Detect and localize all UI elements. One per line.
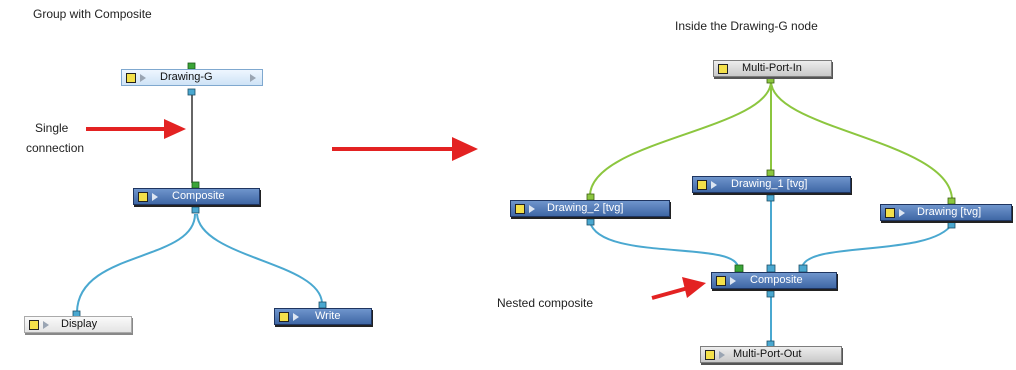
node-label: Drawing-G <box>160 71 213 83</box>
expand-arrow-icon[interactable] <box>152 192 158 201</box>
node-label: Drawing [tvg] <box>917 206 982 218</box>
wire-mpi-to-drawing <box>770 80 953 201</box>
wire-composite-to-write <box>196 213 323 304</box>
node-label: Multi-Port-In <box>742 62 802 74</box>
port-mpi-out <box>766 76 775 84</box>
arrow-panel-transition <box>332 137 478 161</box>
expand-arrow-icon[interactable] <box>140 73 146 82</box>
node-drawing-g[interactable]: Drawing-G <box>121 69 263 86</box>
node-drawing-1[interactable]: Drawing_1 [tvg] <box>692 176 851 193</box>
node-label: Display <box>61 318 98 330</box>
expand-arrow-icon[interactable] <box>43 320 49 329</box>
node-label: Composite <box>172 190 225 202</box>
port-composite-in-2 <box>766 264 776 273</box>
left-panel-title: Group with Composite <box>33 7 152 21</box>
node-label: Drawing_1 [tvg] <box>731 178 808 190</box>
expand-arrow-icon[interactable] <box>529 204 535 213</box>
node-write[interactable]: Write <box>274 308 372 325</box>
enable-toggle-icon[interactable] <box>885 207 895 218</box>
node-label: Multi-Port-Out <box>733 348 802 360</box>
enable-toggle-icon[interactable] <box>279 311 289 322</box>
port-drawing-2-out <box>586 218 595 226</box>
nested-composite-annotation: Nested composite <box>497 296 594 310</box>
node-label: Composite <box>750 274 803 286</box>
enable-toggle-icon[interactable] <box>126 72 136 83</box>
enable-toggle-icon[interactable] <box>138 191 148 202</box>
node-composite-right[interactable]: Composite <box>711 272 837 289</box>
node-label: Write <box>315 310 341 322</box>
node-label: Drawing_2 [tvg] <box>547 202 624 214</box>
enable-toggle-icon[interactable] <box>716 275 726 286</box>
port-composite-out <box>191 206 200 214</box>
expand-arrow-icon[interactable] <box>899 208 905 217</box>
node-display[interactable]: Display <box>24 316 132 333</box>
port-composite-out-right <box>766 290 775 298</box>
group-enter-arrow-icon[interactable] <box>250 74 256 82</box>
enable-toggle-icon[interactable] <box>718 63 728 74</box>
expand-arrow-icon[interactable] <box>711 180 717 189</box>
enable-toggle-icon[interactable] <box>705 349 715 360</box>
single-connection-annotation-line-1: Single <box>35 121 69 135</box>
wire-composite-to-display <box>76 213 196 313</box>
single-connection-annotation-line-2: connection <box>26 141 85 155</box>
arrow-single-connection <box>86 119 186 139</box>
enable-toggle-icon[interactable] <box>697 179 707 190</box>
enable-toggle-icon[interactable] <box>29 319 39 330</box>
port-drawing-1-out <box>766 194 775 202</box>
arrow-nested-composite <box>651 277 706 300</box>
node-multi-port-in[interactable]: Multi-Port-In <box>713 60 832 77</box>
expand-arrow-icon[interactable] <box>719 350 725 359</box>
port-composite-in-3 <box>798 264 808 273</box>
wire-drawing-2-to-composite <box>589 221 739 269</box>
port-drawing-g-out <box>187 88 196 96</box>
port-drawing-out <box>947 221 956 229</box>
node-drawing-2[interactable]: Drawing_2 [tvg] <box>510 200 670 217</box>
enable-toggle-icon[interactable] <box>515 203 525 214</box>
wire-mpi-to-drawing-2 <box>589 80 772 197</box>
port-composite-in-1 <box>734 264 744 273</box>
node-multi-port-out[interactable]: Multi-Port-Out <box>700 346 842 363</box>
wire-drawing-to-composite <box>801 223 953 269</box>
expand-arrow-icon[interactable] <box>293 312 299 321</box>
node-drawing[interactable]: Drawing [tvg] <box>880 204 1012 221</box>
right-panel-title: Inside the Drawing-G node <box>675 19 818 33</box>
node-composite-left[interactable]: Composite <box>133 188 260 205</box>
expand-arrow-icon[interactable] <box>730 276 736 285</box>
